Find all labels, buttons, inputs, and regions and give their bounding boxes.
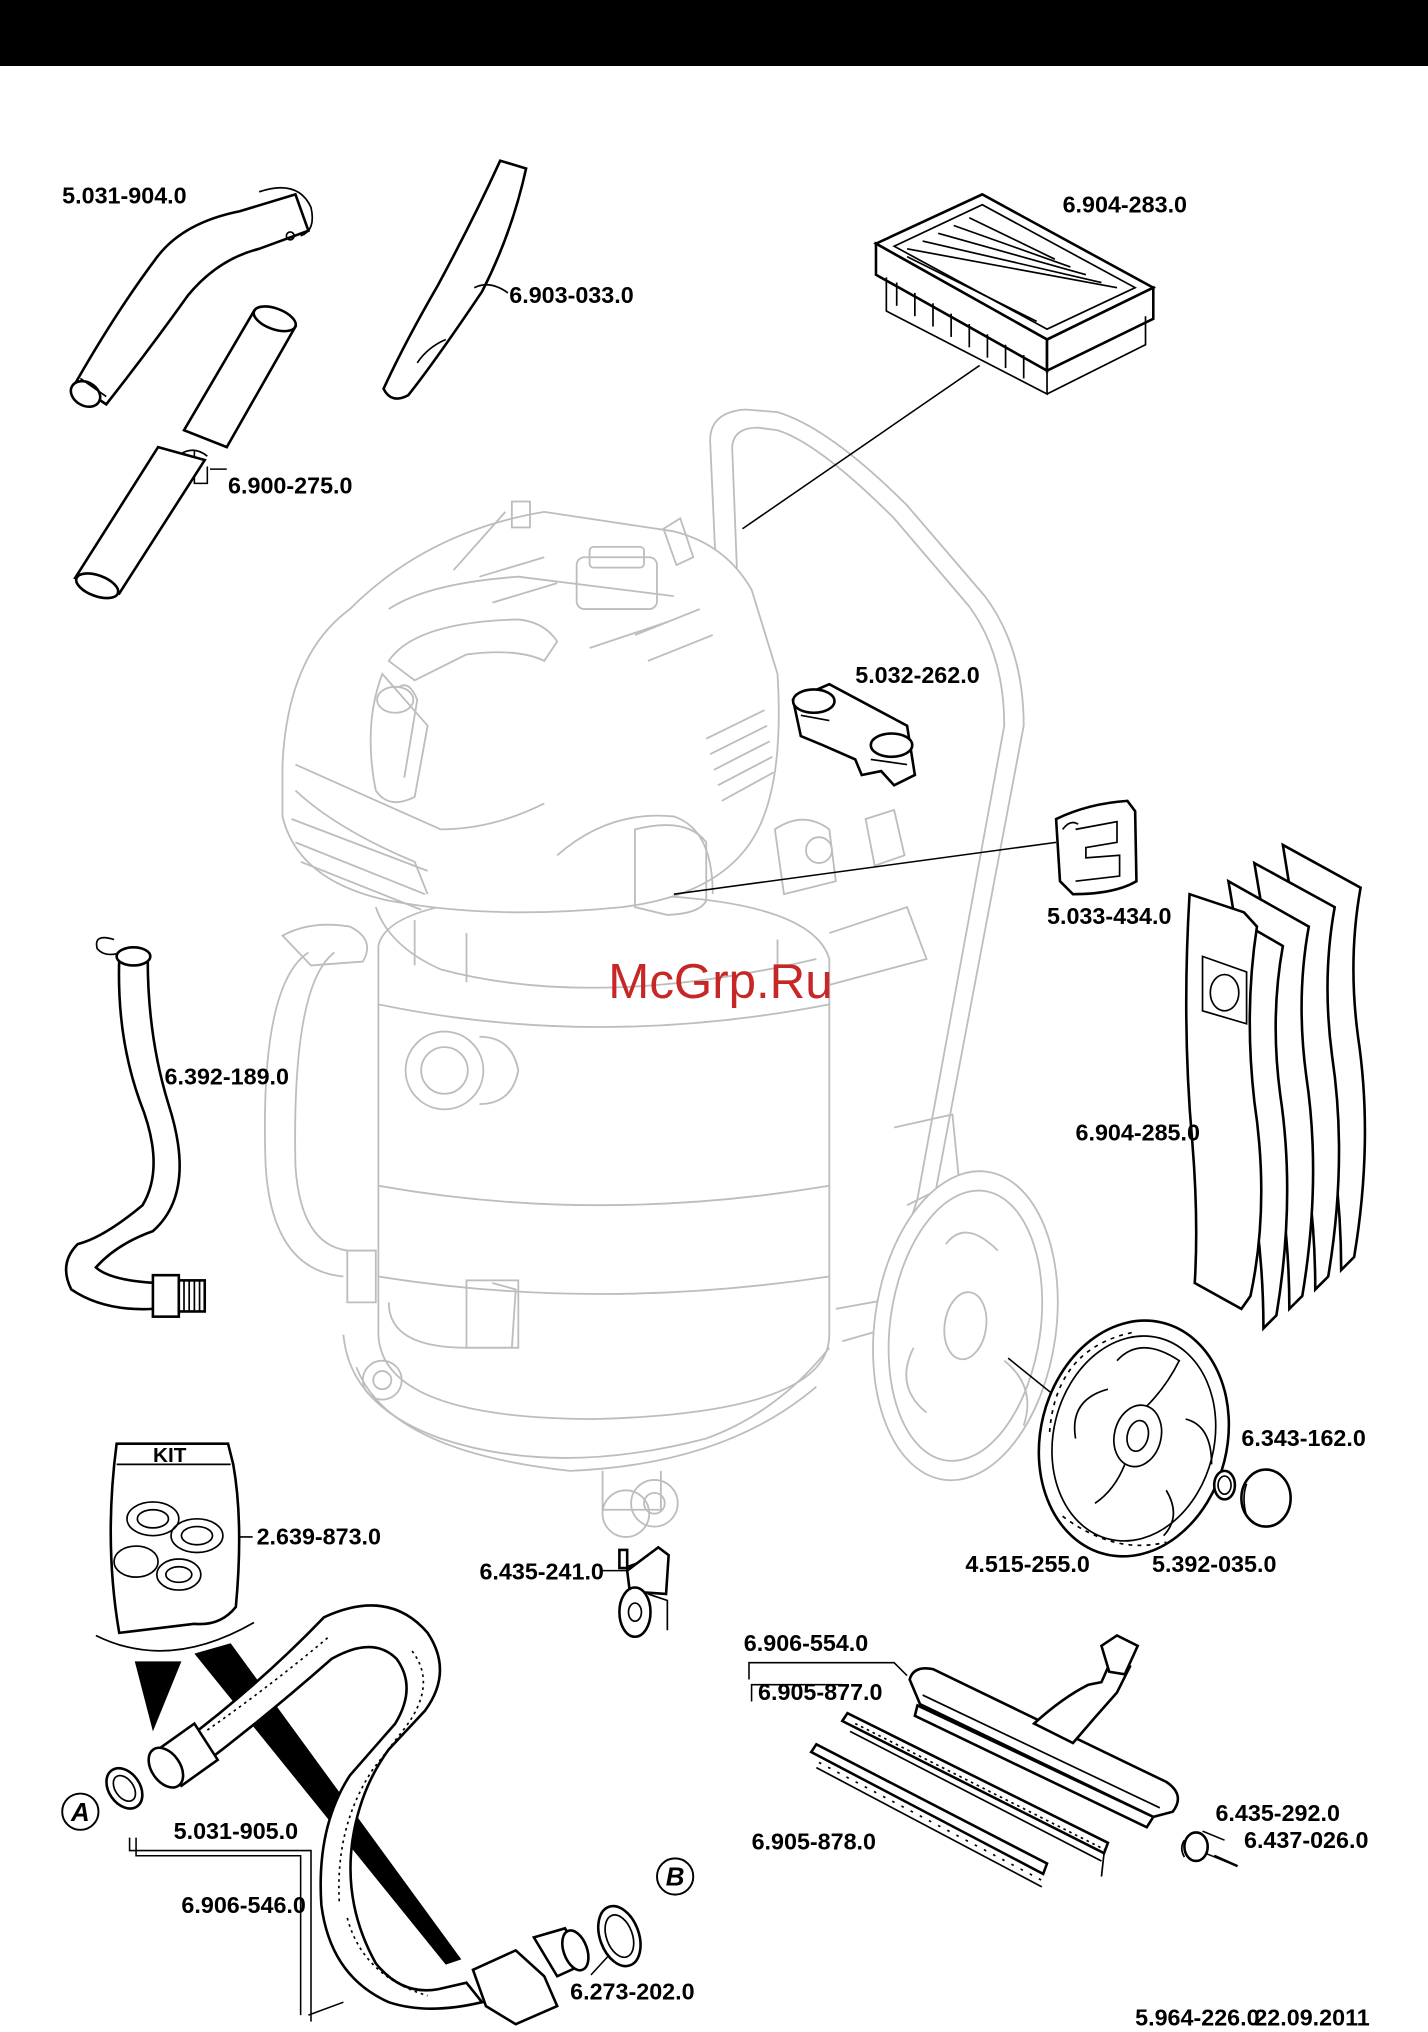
kit-label: KIT [153,1444,187,1467]
part-number-filter-bags: 6.904-285.0 [1076,1119,1200,1145]
part-number-accessory-holder: 5.032-262.0 [855,662,979,688]
adapter-kit-part [96,1444,254,1651]
hub-cap-part [1241,1470,1290,1527]
callout-b-label: B [666,1864,685,1892]
part-number-suction-tubes: 6.900-275.0 [228,473,352,499]
part-number-drain-hose: 6.392-189.0 [165,1064,289,1090]
hose-ring-part [591,1900,649,1972]
part-number-crevice-nozzle: 6.903-033.0 [509,282,633,308]
castor-part [619,1547,668,1636]
part-number-rubber-strip: 6.905-878.0 [752,1828,876,1854]
part-number-handle-cover: 5.033-434.0 [1047,903,1171,929]
part-number-hub-ring: 6.343-162.0 [1241,1425,1365,1451]
part-number-adapter-kit: 2.639-873.0 [257,1524,381,1550]
document-date: 22.09.2011 [1254,2005,1369,2031]
callout-a-label: A [70,1799,90,1827]
roller-part [1182,1832,1208,1861]
part-number-suction-hose: 6.906-546.0 [181,1892,305,1918]
pin-part [1214,1856,1237,1866]
part-number-hose-cuff: 5.031-905.0 [174,1818,298,1844]
bend-tube-part [66,188,312,412]
crevice-nozzle-part [384,161,527,399]
document-number: 5.964-226.0 [1135,2005,1259,2031]
part-number-brush-strip: 6.905-877.0 [758,1679,882,1705]
handle-cover-part [1056,801,1136,894]
callout-b-marker: B [657,1858,693,1894]
hub-ring-part [1214,1471,1235,1500]
flat-filter-part [876,194,1153,394]
part-number-wheel: 4.515-255.0 [965,1551,1089,1577]
part-number-flat-filter: 6.904-283.0 [1063,192,1187,218]
part-number-bend-tube: 5.031-904.0 [62,182,186,208]
callout-a-marker: A [62,1794,98,1830]
accessory-holder-part [793,684,915,785]
part-number-roller: 6.435-292.0 [1215,1800,1339,1826]
drain-hose-part [66,938,205,1317]
part-number-hub-cap: 5.392-035.0 [1152,1551,1276,1577]
watermark: McGrp.Ru [608,954,832,1009]
part-number-castor: 6.435-241.0 [479,1559,603,1585]
hose-cuff-ring-part [99,1761,150,1815]
part-number-hose-ring: 6.273-202.0 [570,1979,694,2005]
footer: 5.964-226.0 22.09.2011 [1135,2005,1370,2031]
filter-bags-part [1186,845,1365,1328]
part-number-floor-nozzle: 6.906-554.0 [744,1630,868,1656]
part-number-pin: 6.437-026.0 [1244,1827,1368,1853]
floor-nozzle-part [910,1635,1178,1827]
